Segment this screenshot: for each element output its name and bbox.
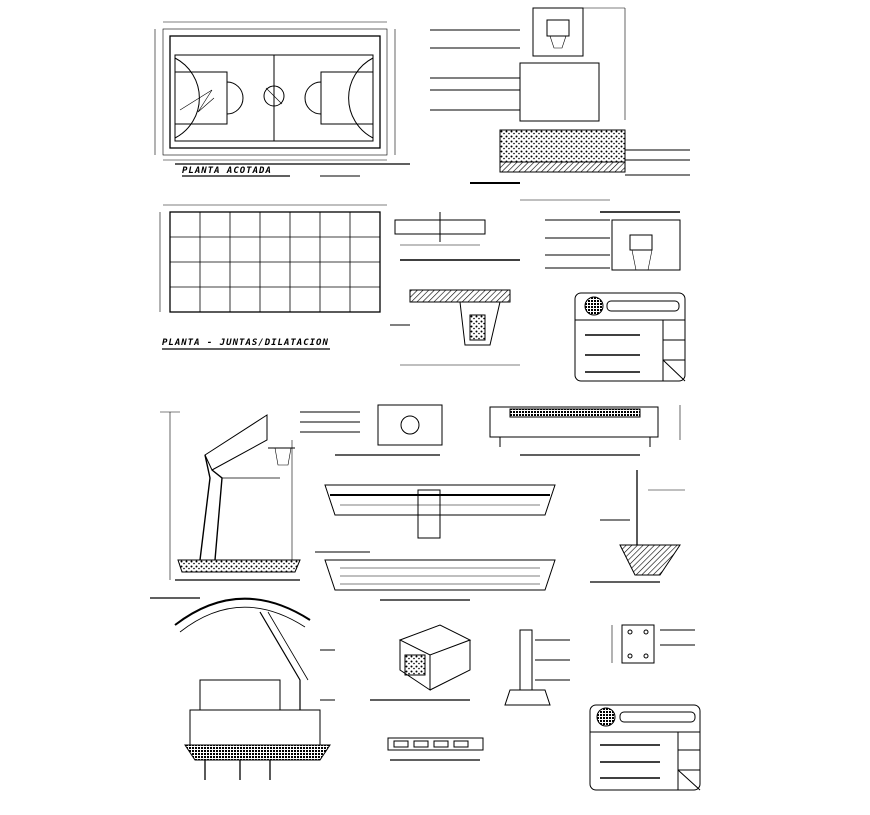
court-plan-joints: PLANTA - JUNTAS/DILATACION	[159, 204, 387, 350]
roof-structure	[150, 597, 335, 780]
court-plan-dimensioned: PLANTA ACOTADA	[154, 21, 410, 177]
footing-isometric	[370, 624, 472, 701]
bleacher-section	[315, 484, 556, 601]
column-pedestal-detail	[504, 629, 570, 706]
pole-foundation	[590, 470, 685, 583]
footing-strip-detail	[387, 737, 484, 761]
backboard-front-detail	[300, 404, 443, 456]
net-panel-elevation	[489, 405, 681, 456]
title-block-lower	[589, 704, 701, 791]
base-plate-plan	[611, 624, 695, 664]
backboard-elevation	[430, 7, 690, 201]
hoop-elevation-small	[545, 211, 681, 271]
post-side-elevation	[160, 411, 301, 581]
joint-details	[390, 212, 520, 366]
plan-dimensioned-label: PLANTA ACOTADA	[182, 166, 272, 176]
title-block-upper	[574, 292, 686, 382]
plan-joints-label: PLANTA - JUNTAS/DILATACION	[162, 338, 329, 348]
